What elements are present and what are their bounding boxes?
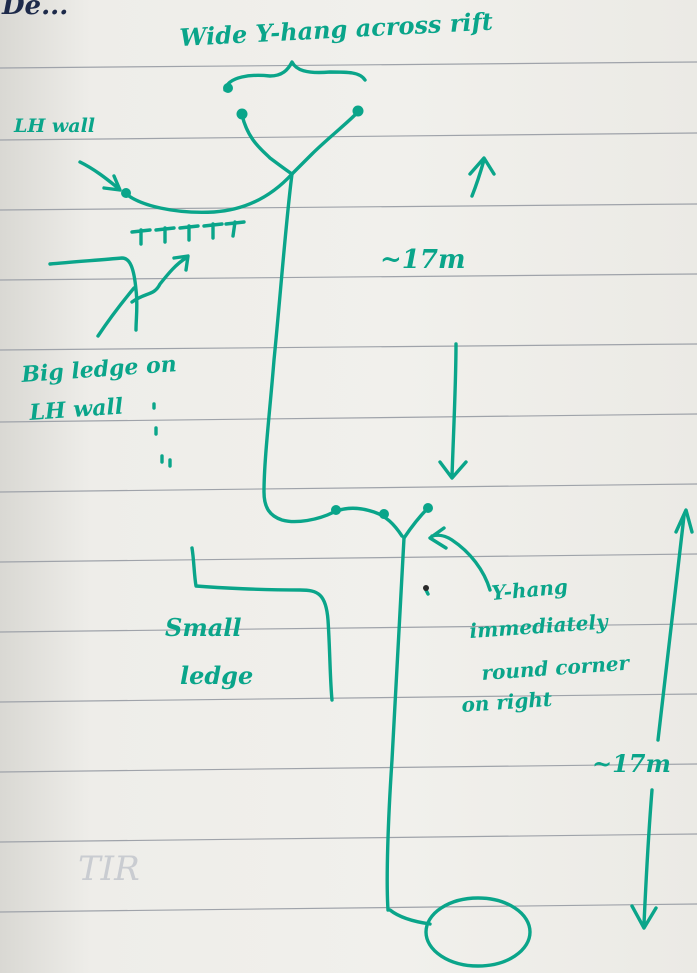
lower-distance-arrow-up bbox=[656, 508, 694, 742]
small-ledge-label-line1: Small bbox=[165, 613, 242, 642]
anchor-lower-mid bbox=[379, 509, 389, 519]
y-hang-label-line2: immediately bbox=[469, 609, 610, 643]
y-hang-label-line4: on right bbox=[461, 687, 554, 717]
anchor-lh-wall bbox=[121, 188, 131, 198]
pitch-bottom-pool bbox=[424, 896, 532, 968]
main-rope-lower bbox=[385, 536, 406, 912]
small-ledge-label-line2: ledge bbox=[180, 661, 253, 690]
anchor-lower-left bbox=[331, 505, 341, 515]
colon-marks bbox=[152, 402, 172, 468]
big-ledge-pointer bbox=[96, 254, 190, 338]
page-heading: De... bbox=[1, 0, 68, 21]
upper-distance-arrow bbox=[468, 156, 496, 198]
rope-to-floor bbox=[388, 908, 432, 926]
mid-distance-arrow bbox=[438, 342, 468, 480]
stray-dot bbox=[423, 585, 429, 591]
lh-wall-backup-line bbox=[123, 172, 294, 215]
anchor-point-top-left bbox=[223, 83, 233, 93]
span-brace bbox=[223, 60, 367, 92]
anchor-upper-left bbox=[236, 108, 248, 120]
upper-distance-label: ~17m bbox=[380, 245, 465, 275]
small-ledge-profile bbox=[190, 546, 334, 702]
y-hang-label-line3: round corner bbox=[481, 651, 632, 685]
anchor-lower-right bbox=[423, 503, 433, 513]
lh-wall-pointer-arrow bbox=[78, 160, 122, 192]
ruled-lines bbox=[0, 61, 697, 913]
upper-y-hang-right-leg bbox=[290, 110, 360, 176]
lower-y-hang-right-leg bbox=[402, 506, 430, 540]
big-ledge-label-line1: Big ledge on bbox=[20, 351, 178, 388]
main-rope-upper bbox=[262, 172, 336, 524]
y-hang-pointer bbox=[428, 526, 492, 592]
sketch-ink bbox=[48, 60, 694, 968]
lower-y-hang-left-leg bbox=[332, 506, 404, 538]
ledge-drips bbox=[130, 220, 246, 246]
faint-bleed-text: TIR bbox=[78, 849, 140, 889]
lower-distance-label: ~17m bbox=[592, 749, 671, 778]
top-label: Wide Y-hang across rift bbox=[179, 7, 494, 52]
y-hang-label-line1: Y-hang bbox=[490, 574, 568, 605]
big-ledge-profile bbox=[48, 256, 139, 332]
anchor-upper-right bbox=[352, 105, 364, 117]
lower-distance-arrow-down bbox=[630, 788, 658, 930]
lh-wall-label: LH wall bbox=[13, 115, 95, 137]
upper-y-hang-left-leg bbox=[240, 113, 294, 176]
